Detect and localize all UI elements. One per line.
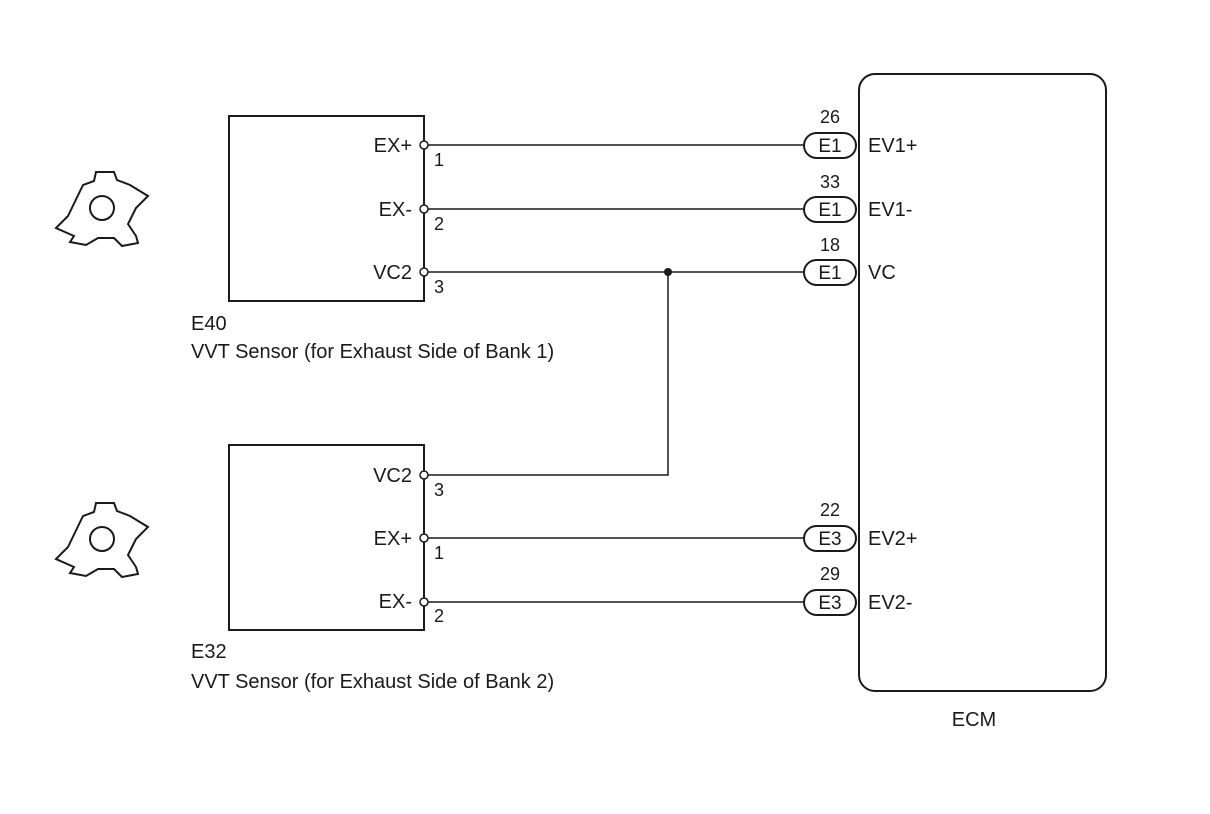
sensor-terminal xyxy=(419,597,429,607)
ecm-pin-number: 26 xyxy=(820,107,840,127)
ecm-connector-id: E3 xyxy=(818,529,841,550)
sensor-terminal xyxy=(419,470,429,480)
ecm-pin-number: 22 xyxy=(820,500,840,520)
ecm-box xyxy=(858,73,1107,692)
sensor-terminal xyxy=(419,140,429,150)
sensor-e32-pin-number: 1 xyxy=(434,543,444,563)
sensor-e40-pin-label: VC2 xyxy=(373,262,412,284)
sensor-e40-pin-label: EX+ xyxy=(374,135,412,157)
sensor-e32-id: E32 xyxy=(191,641,227,663)
ecm-connector-pill xyxy=(803,132,857,159)
ecm-connector-pill xyxy=(803,196,857,223)
ecm-signal-name: EV1+ xyxy=(868,135,917,157)
ecm-pin-number: 33 xyxy=(820,172,840,192)
sensor-e32-pin-number: 2 xyxy=(434,606,444,626)
ecm-signal-name: VC xyxy=(868,262,896,284)
ecm-connector-id: E1 xyxy=(818,200,841,221)
sensor-e40-pin-number: 2 xyxy=(434,214,444,234)
sensor-e32-pin-label: VC2 xyxy=(373,465,412,487)
sensor-e32-pin-label: EX+ xyxy=(374,528,412,550)
ecm-signal-name: EV2+ xyxy=(868,528,917,550)
sensor-e32-description: VVT Sensor (for Exhaust Side of Bank 2) xyxy=(191,671,554,693)
sensor-terminal xyxy=(419,267,429,277)
ecm-label: ECM xyxy=(952,709,996,731)
ecm-connector-pill xyxy=(803,525,857,552)
timing-rotor-icon xyxy=(54,171,150,248)
sensor-terminal xyxy=(419,204,429,214)
sensor-e32-pin-label: EX- xyxy=(379,591,412,613)
sensor-terminal xyxy=(419,533,429,543)
ecm-connector-id: E1 xyxy=(818,136,841,157)
sensor-e32-pin-number: 3 xyxy=(434,480,444,500)
sensor-e40-pin-number: 1 xyxy=(434,150,444,170)
sensor-e40-pin-label: EX- xyxy=(379,199,412,221)
sensor-e40-description: VVT Sensor (for Exhaust Side of Bank 1) xyxy=(191,341,554,363)
sensor-e40-pin-number: 3 xyxy=(434,277,444,297)
ecm-connector-pill xyxy=(803,259,857,286)
ecm-pin-number: 29 xyxy=(820,564,840,584)
ecm-connector-id: E3 xyxy=(818,593,841,614)
ecm-connector-id: E1 xyxy=(818,263,841,284)
ecm-pin-number: 18 xyxy=(820,235,840,255)
sensor-e32-box xyxy=(228,444,425,631)
wire-vc-bank2 xyxy=(428,272,669,476)
sensor-e40-id: E40 xyxy=(191,313,227,335)
splice-point xyxy=(664,268,672,276)
timing-rotor-icon xyxy=(54,502,150,579)
ecm-connector-pill xyxy=(803,589,857,616)
sensor-e40-box xyxy=(228,115,425,302)
ecm-signal-name: EV2- xyxy=(868,592,912,614)
ecm-signal-name: EV1- xyxy=(868,199,912,221)
